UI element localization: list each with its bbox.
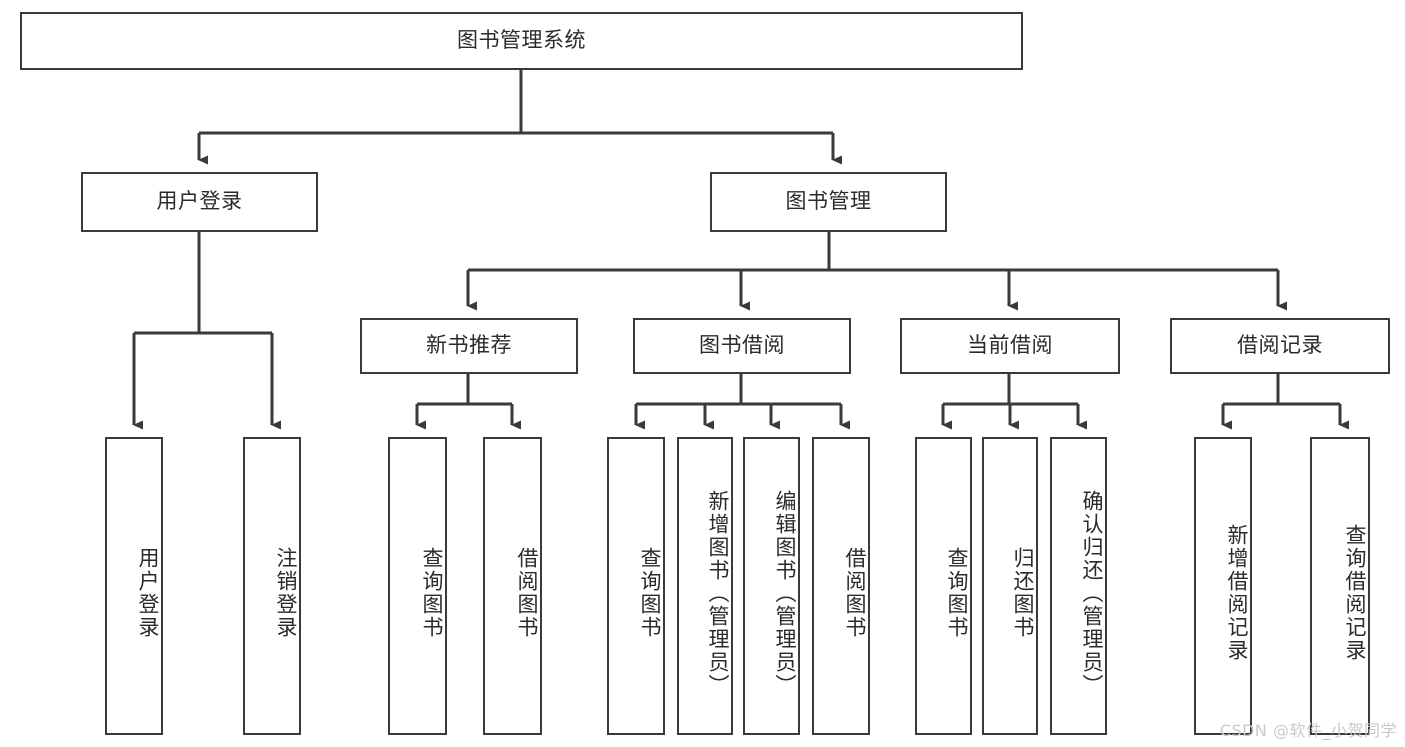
leaf-confirm-return-admin[interactable]: 确认归还（管理员） xyxy=(1050,437,1107,735)
leaf-query-book-current-label: 查询图书 xyxy=(945,547,969,639)
leaf-borrow-book-label: 借阅图书 xyxy=(843,547,867,639)
leaf-add-book-admin-label: 新增图书（管理员） xyxy=(706,489,730,697)
leaf-logout-login[interactable]: 注销登录 xyxy=(243,437,301,735)
node-book-borrow-label: 图书借阅 xyxy=(699,333,785,358)
leaf-add-borrow-record[interactable]: 新增借阅记录 xyxy=(1194,437,1252,735)
node-borrow-record[interactable]: 借阅记录 xyxy=(1170,318,1390,374)
leaf-edit-book-admin-label: 编辑图书（管理员） xyxy=(773,489,797,697)
leaf-borrow-book-newbook[interactable]: 借阅图书 xyxy=(483,437,542,735)
node-book-management-label: 图书管理 xyxy=(785,189,872,214)
leaf-query-borrow-record-label: 查询借阅记录 xyxy=(1343,524,1367,662)
node-current-borrow[interactable]: 当前借阅 xyxy=(900,318,1120,374)
leaf-edit-book-admin[interactable]: 编辑图书（管理员） xyxy=(743,437,800,735)
leaf-query-book-newbook[interactable]: 查询图书 xyxy=(388,437,447,735)
leaf-query-book-current[interactable]: 查询图书 xyxy=(915,437,972,735)
node-new-book-recommend-label: 新书推荐 xyxy=(426,333,512,358)
node-user-login-label: 用户登录 xyxy=(156,189,243,214)
leaf-borrow-book[interactable]: 借阅图书 xyxy=(812,437,870,735)
leaf-logout-login-label: 注销登录 xyxy=(274,547,298,639)
leaf-confirm-return-admin-label: 确认归还（管理员） xyxy=(1080,489,1104,697)
leaf-query-book-newbook-label: 查询图书 xyxy=(420,547,444,639)
leaf-user-login-label: 用户登录 xyxy=(136,547,160,639)
leaf-query-book-borrow[interactable]: 查询图书 xyxy=(607,437,665,735)
leaf-borrow-book-newbook-label: 借阅图书 xyxy=(515,547,539,639)
leaf-user-login[interactable]: 用户登录 xyxy=(105,437,163,735)
leaf-query-borrow-record[interactable]: 查询借阅记录 xyxy=(1310,437,1370,735)
leaf-query-book-borrow-label: 查询图书 xyxy=(638,547,662,639)
leaf-add-book-admin[interactable]: 新增图书（管理员） xyxy=(677,437,733,735)
node-new-book-recommend[interactable]: 新书推荐 xyxy=(360,318,578,374)
node-root-label: 图书管理系统 xyxy=(457,28,586,53)
leaf-add-borrow-record-label: 新增借阅记录 xyxy=(1225,524,1249,662)
node-user-login[interactable]: 用户登录 xyxy=(81,172,318,232)
node-book-management[interactable]: 图书管理 xyxy=(710,172,947,232)
leaf-return-book[interactable]: 归还图书 xyxy=(982,437,1038,735)
csdn-watermark: CSDN @软件_小贺同学 xyxy=(1219,721,1397,740)
node-book-borrow[interactable]: 图书借阅 xyxy=(633,318,851,374)
node-root[interactable]: 图书管理系统 xyxy=(20,12,1023,70)
leaf-return-book-label: 归还图书 xyxy=(1011,547,1035,639)
node-borrow-record-label: 借阅记录 xyxy=(1237,333,1323,358)
node-current-borrow-label: 当前借阅 xyxy=(967,333,1053,358)
